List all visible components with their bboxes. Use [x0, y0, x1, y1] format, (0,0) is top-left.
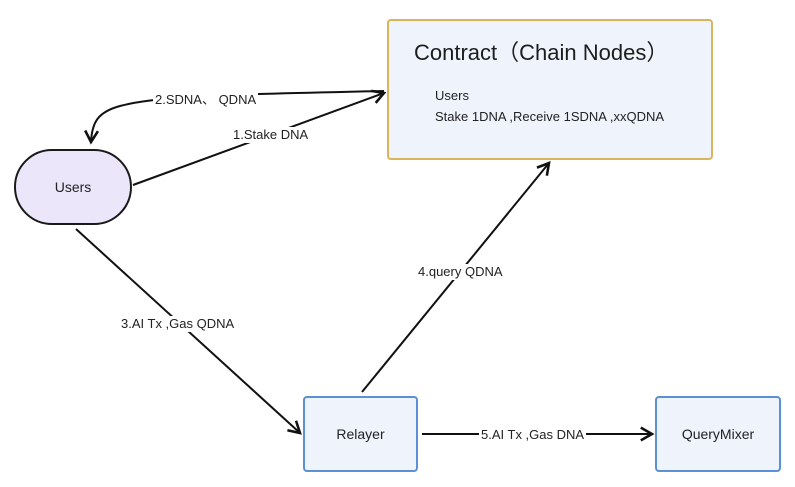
edge-label-query-qdna: 4.query QDNA — [416, 264, 505, 280]
users-node: Users — [14, 149, 132, 225]
edge-label-ai-tx-gas-qdna: 3.AI Tx ,Gas QDNA — [119, 316, 237, 332]
users-label: Users — [54, 179, 92, 195]
querymixer-label: QueryMixer — [681, 426, 755, 442]
edge-label-stake-dna: 1.Stake DNA — [231, 127, 311, 143]
edge-sdna-qdna — [84, 90, 385, 145]
relayer-node: Relayer — [303, 396, 418, 472]
contract-users-line: Users — [435, 88, 469, 103]
edge-label-sdna-qdna: 2.SDNA、 QDNA — [153, 92, 259, 108]
edge-label-ai-tx-gas-dna: 5.AI Tx ,Gas DNA — [479, 427, 587, 443]
querymixer-node: QueryMixer — [655, 396, 781, 472]
contract-node: Contract（Chain Nodes） Users Stake 1DNA ,… — [387, 19, 713, 160]
contract-title: Contract（Chain Nodes） — [414, 40, 669, 65]
contract-stake-line: Stake 1DNA ,Receive 1SDNA ,xxQDNA — [435, 109, 665, 124]
relayer-label: Relayer — [336, 426, 385, 442]
